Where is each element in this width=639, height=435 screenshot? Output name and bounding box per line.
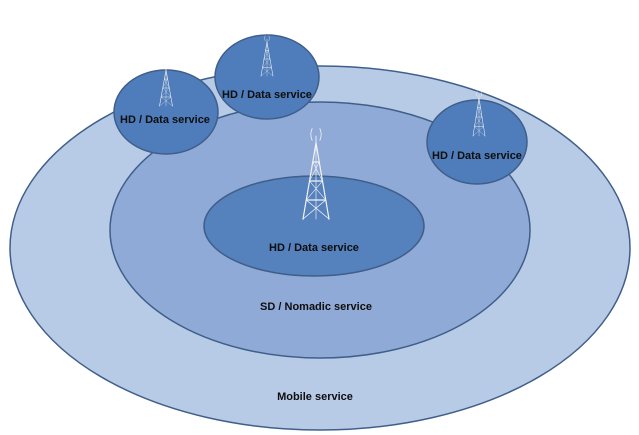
data-cell-1-label: HD / Data service — [120, 114, 210, 126]
data-cell-2 — [214, 34, 320, 120]
data-cell-3-label: HD / Data service — [432, 150, 522, 162]
core-data-zone — [203, 175, 425, 277]
core-data-label: HD / Data service — [269, 242, 359, 254]
nomadic-service-label: SD / Nomadic service — [260, 301, 372, 313]
data-cell-2-label: HD / Data service — [222, 89, 312, 101]
data-cell-3 — [426, 99, 528, 185]
mobile-service-label: Mobile service — [277, 391, 353, 403]
